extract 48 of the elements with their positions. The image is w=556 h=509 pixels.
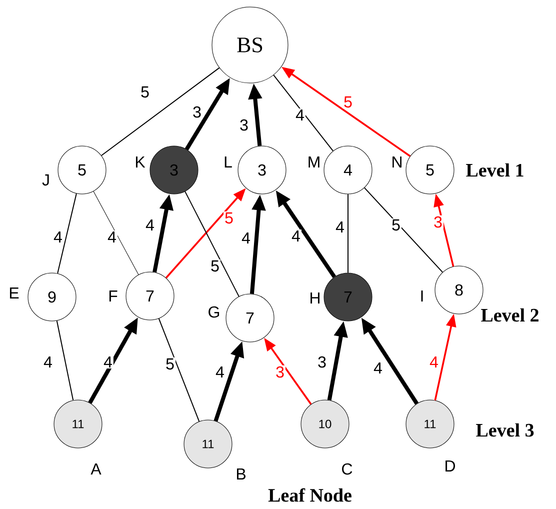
edge-label: 4 xyxy=(334,220,346,234)
node-letter: E xyxy=(10,288,19,298)
node-letter: F xyxy=(109,290,118,302)
edge-label: 3 xyxy=(316,355,328,369)
edge-label: 4 xyxy=(294,108,306,122)
node-letter: C xyxy=(342,463,352,475)
edge-label: 5 xyxy=(390,218,402,232)
link-line xyxy=(100,67,220,156)
edge-label: 3 xyxy=(432,215,444,229)
link-line xyxy=(273,74,334,152)
edge-label: 4 xyxy=(428,356,440,368)
node-letter: J xyxy=(42,174,49,186)
edge-label: 3 xyxy=(238,118,250,132)
link-line xyxy=(93,191,139,275)
edge-label: 4 xyxy=(106,230,118,244)
node-letter: L xyxy=(224,156,232,168)
edge-label: 4 xyxy=(214,366,226,378)
edge-label: 4 xyxy=(144,218,156,232)
node-letter: G xyxy=(208,306,220,318)
edge-label: 4 xyxy=(240,232,252,244)
level-label: Level 3 xyxy=(476,423,534,437)
node-letter: I xyxy=(421,290,423,302)
level-label: Level 2 xyxy=(481,308,538,322)
edge-label: 5 xyxy=(210,259,220,273)
link-line xyxy=(56,320,74,401)
link-line xyxy=(57,193,77,274)
node-letter: K xyxy=(136,156,146,168)
link-line xyxy=(364,187,444,273)
node-letter: N xyxy=(392,156,402,168)
edge-label: 3 xyxy=(192,105,202,119)
edge-label: 4 xyxy=(372,362,384,374)
node-letter: B xyxy=(236,468,246,480)
edge-label: 4 xyxy=(290,230,302,242)
level-label: Leaf Node xyxy=(268,488,352,502)
edge-label: 4 xyxy=(52,230,64,244)
edge-label: 5 xyxy=(342,95,354,109)
edge-label: 5 xyxy=(140,85,150,99)
node-letter: A xyxy=(90,464,102,474)
edge-label: 5 xyxy=(224,211,234,225)
node-letter: D xyxy=(446,460,456,472)
link-line xyxy=(158,318,200,422)
link-line xyxy=(184,191,240,297)
node-letter: M xyxy=(308,156,320,168)
edge-label: 4 xyxy=(42,356,54,368)
node-letter: H xyxy=(310,292,320,304)
edge-label: 5 xyxy=(164,357,176,371)
edge-label: 3 xyxy=(274,365,286,379)
edge-label: 4 xyxy=(102,356,114,368)
